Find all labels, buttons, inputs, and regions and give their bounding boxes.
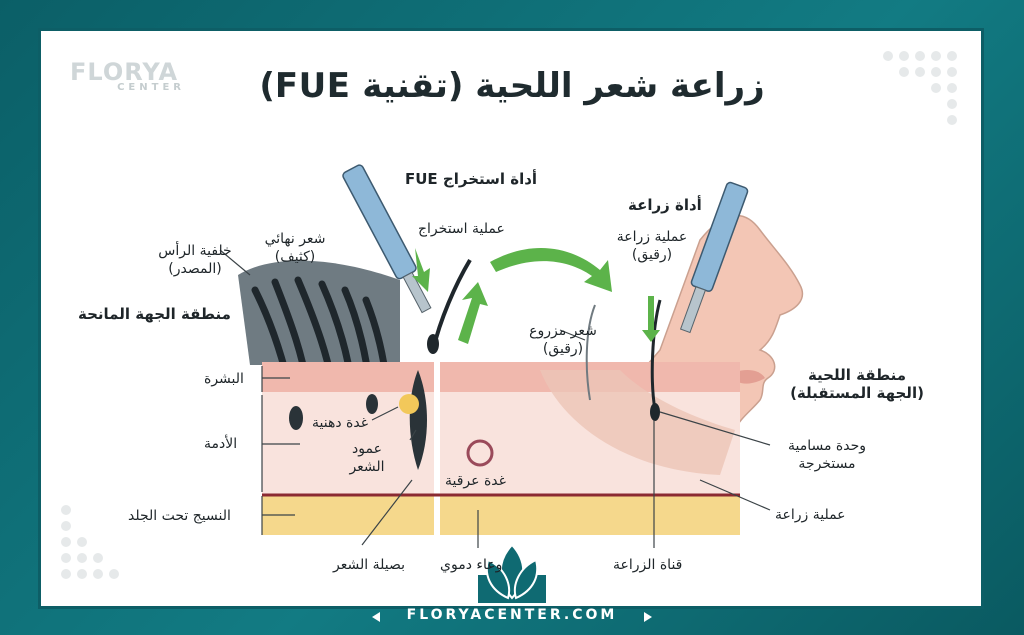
label-sebaceous-gland: غدة دهنية xyxy=(312,415,369,431)
label-back-head-line2: (المصدر) xyxy=(168,261,222,277)
label-dermis: الأدمة xyxy=(204,436,238,452)
label-epidermis: البشرة xyxy=(204,371,244,387)
label-sweat-gland: غدة عرقية xyxy=(445,473,506,489)
lips xyxy=(735,370,765,384)
label-blood-vessel: وعاء دموي xyxy=(440,557,503,573)
fine-hair xyxy=(585,304,596,401)
label-beard-area-line2: (الجهة المستقبلة) xyxy=(790,384,924,402)
label-implant-process-fine: عملية زراعة (رقيق) xyxy=(612,228,692,264)
brand-sub: CENTER xyxy=(117,82,185,93)
label-donor-area: منطقة الجهة المانحة xyxy=(78,305,231,323)
sweat-gland-shape xyxy=(466,439,494,467)
label-implant-process: عملية زراعة xyxy=(775,507,846,523)
label-implanted-hair-line1: شعر مزروع xyxy=(529,323,597,339)
label-subcutaneous: النسيج تحت الجلد xyxy=(128,508,231,524)
label-implanted-hair: شعر مزروع (رقيق) xyxy=(518,322,608,358)
decorative-dots xyxy=(61,51,957,579)
lotus-logo xyxy=(478,543,546,603)
label-terminal-hair: شعر نهائي (كثيف) xyxy=(255,230,335,266)
label-follicular-unit-line1: وحدة مسامية xyxy=(787,438,867,454)
extraction-tool xyxy=(342,164,432,314)
label-terminal-hair-line2: (كثيف) xyxy=(274,249,316,265)
label-follicular-unit-line2: مستخرجة xyxy=(798,456,856,472)
sebaceous-gland-shape xyxy=(399,394,419,414)
label-follicular-unit: وحدة مسامية مستخرجة xyxy=(772,437,882,473)
skin-layers-recipient xyxy=(440,362,740,535)
implanted-hair xyxy=(650,299,662,411)
label-hair-shaft-line1: عمود xyxy=(352,441,382,457)
follicles xyxy=(289,370,427,470)
label-implanted-hair-line2: (رقيق) xyxy=(542,341,584,357)
label-beard-area: منطقة اللحية (الجهة المستقبلة) xyxy=(782,366,932,402)
label-back-head: خلفية الرأس (المصدر) xyxy=(150,242,240,278)
implant-tool xyxy=(679,181,749,334)
label-extraction-tool: أداة استخراج FUE xyxy=(405,170,538,188)
footer-url: FLORYACENTER.COM xyxy=(406,607,618,623)
implanted-follicle xyxy=(650,403,660,421)
label-implant-tool: أداة زراعة xyxy=(628,196,702,214)
page-title: زراعة شعر اللحية (تقنية FUE) xyxy=(259,66,765,106)
extracted-follicle xyxy=(427,334,439,354)
label-hair-bulb: بصيلة الشعر xyxy=(333,557,405,573)
leader-lines xyxy=(219,249,771,548)
label-beard-area-line1: منطقة اللحية xyxy=(807,366,907,384)
label-implant-process-fine-line2: (رقيق) xyxy=(631,247,673,263)
label-back-head-line1: خلفية الرأس xyxy=(158,243,232,259)
label-hair-shaft-line2: الشعر xyxy=(349,459,385,475)
label-implant-channel: قناة الزراعة xyxy=(613,557,683,573)
label-terminal-hair-line1: شعر نهائي xyxy=(264,231,326,247)
brand-logo: FLORYA CENTER xyxy=(70,58,185,93)
green-arrows xyxy=(412,248,660,344)
label-implant-process-fine-line1: عملية زراعة xyxy=(616,229,688,245)
footer-arrow-left-icon xyxy=(372,612,380,622)
brand-name: FLORYA xyxy=(70,58,179,86)
label-hair-shaft: عمود الشعر xyxy=(337,440,397,476)
footer-arrow-right-icon xyxy=(644,612,652,622)
label-extraction-process: عملية استخراج xyxy=(418,221,505,237)
